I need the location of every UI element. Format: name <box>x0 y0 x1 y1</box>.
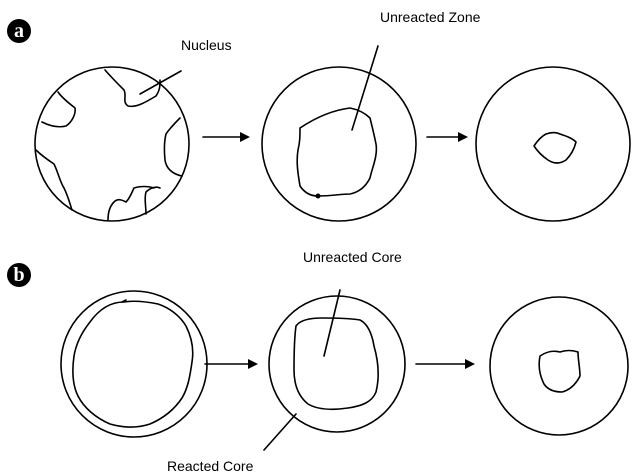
particle-outline <box>476 67 630 221</box>
reacted-core-pointer-line <box>264 414 296 450</box>
panel-b-arrow-1 <box>205 359 258 369</box>
panel-a-stage-2-particle <box>262 46 416 221</box>
unreacted-zone-label: Unreacted Zone <box>380 9 481 25</box>
particle-outline <box>61 291 207 437</box>
panel-b-arrow-2 <box>416 359 475 369</box>
panel-b-badge-letter: b <box>13 264 24 286</box>
panel-b-badge: b <box>7 263 31 287</box>
particle-outline <box>35 67 189 221</box>
particle-outline <box>262 67 416 221</box>
panel-b-stage-2-particle <box>264 290 405 450</box>
panel-a-stage-3-particle <box>476 67 630 221</box>
panel-a-arrow-2 <box>427 132 468 142</box>
unreacted-core-label: Unreacted Core <box>303 249 402 265</box>
reacted-core-label: Reacted Core <box>167 458 254 474</box>
panel-a-stage-1-particle <box>35 67 189 221</box>
panel-a: a Nucleus Unreacted Zone <box>7 9 630 221</box>
panel-b: b Unreacted Core Reacted Core <box>7 249 628 474</box>
nucleus-label: Nucleus <box>181 37 232 53</box>
panel-a-badge: a <box>7 19 31 43</box>
particle-outline <box>269 296 405 432</box>
panel-b-stage-1-particle <box>61 291 207 437</box>
panel-a-arrow-1 <box>203 132 250 142</box>
panel-b-stage-3-particle <box>490 297 628 435</box>
unreacted-zone-marker-dot <box>316 194 321 199</box>
panel-a-badge-letter: a <box>14 20 24 42</box>
particle-outline <box>490 297 628 435</box>
